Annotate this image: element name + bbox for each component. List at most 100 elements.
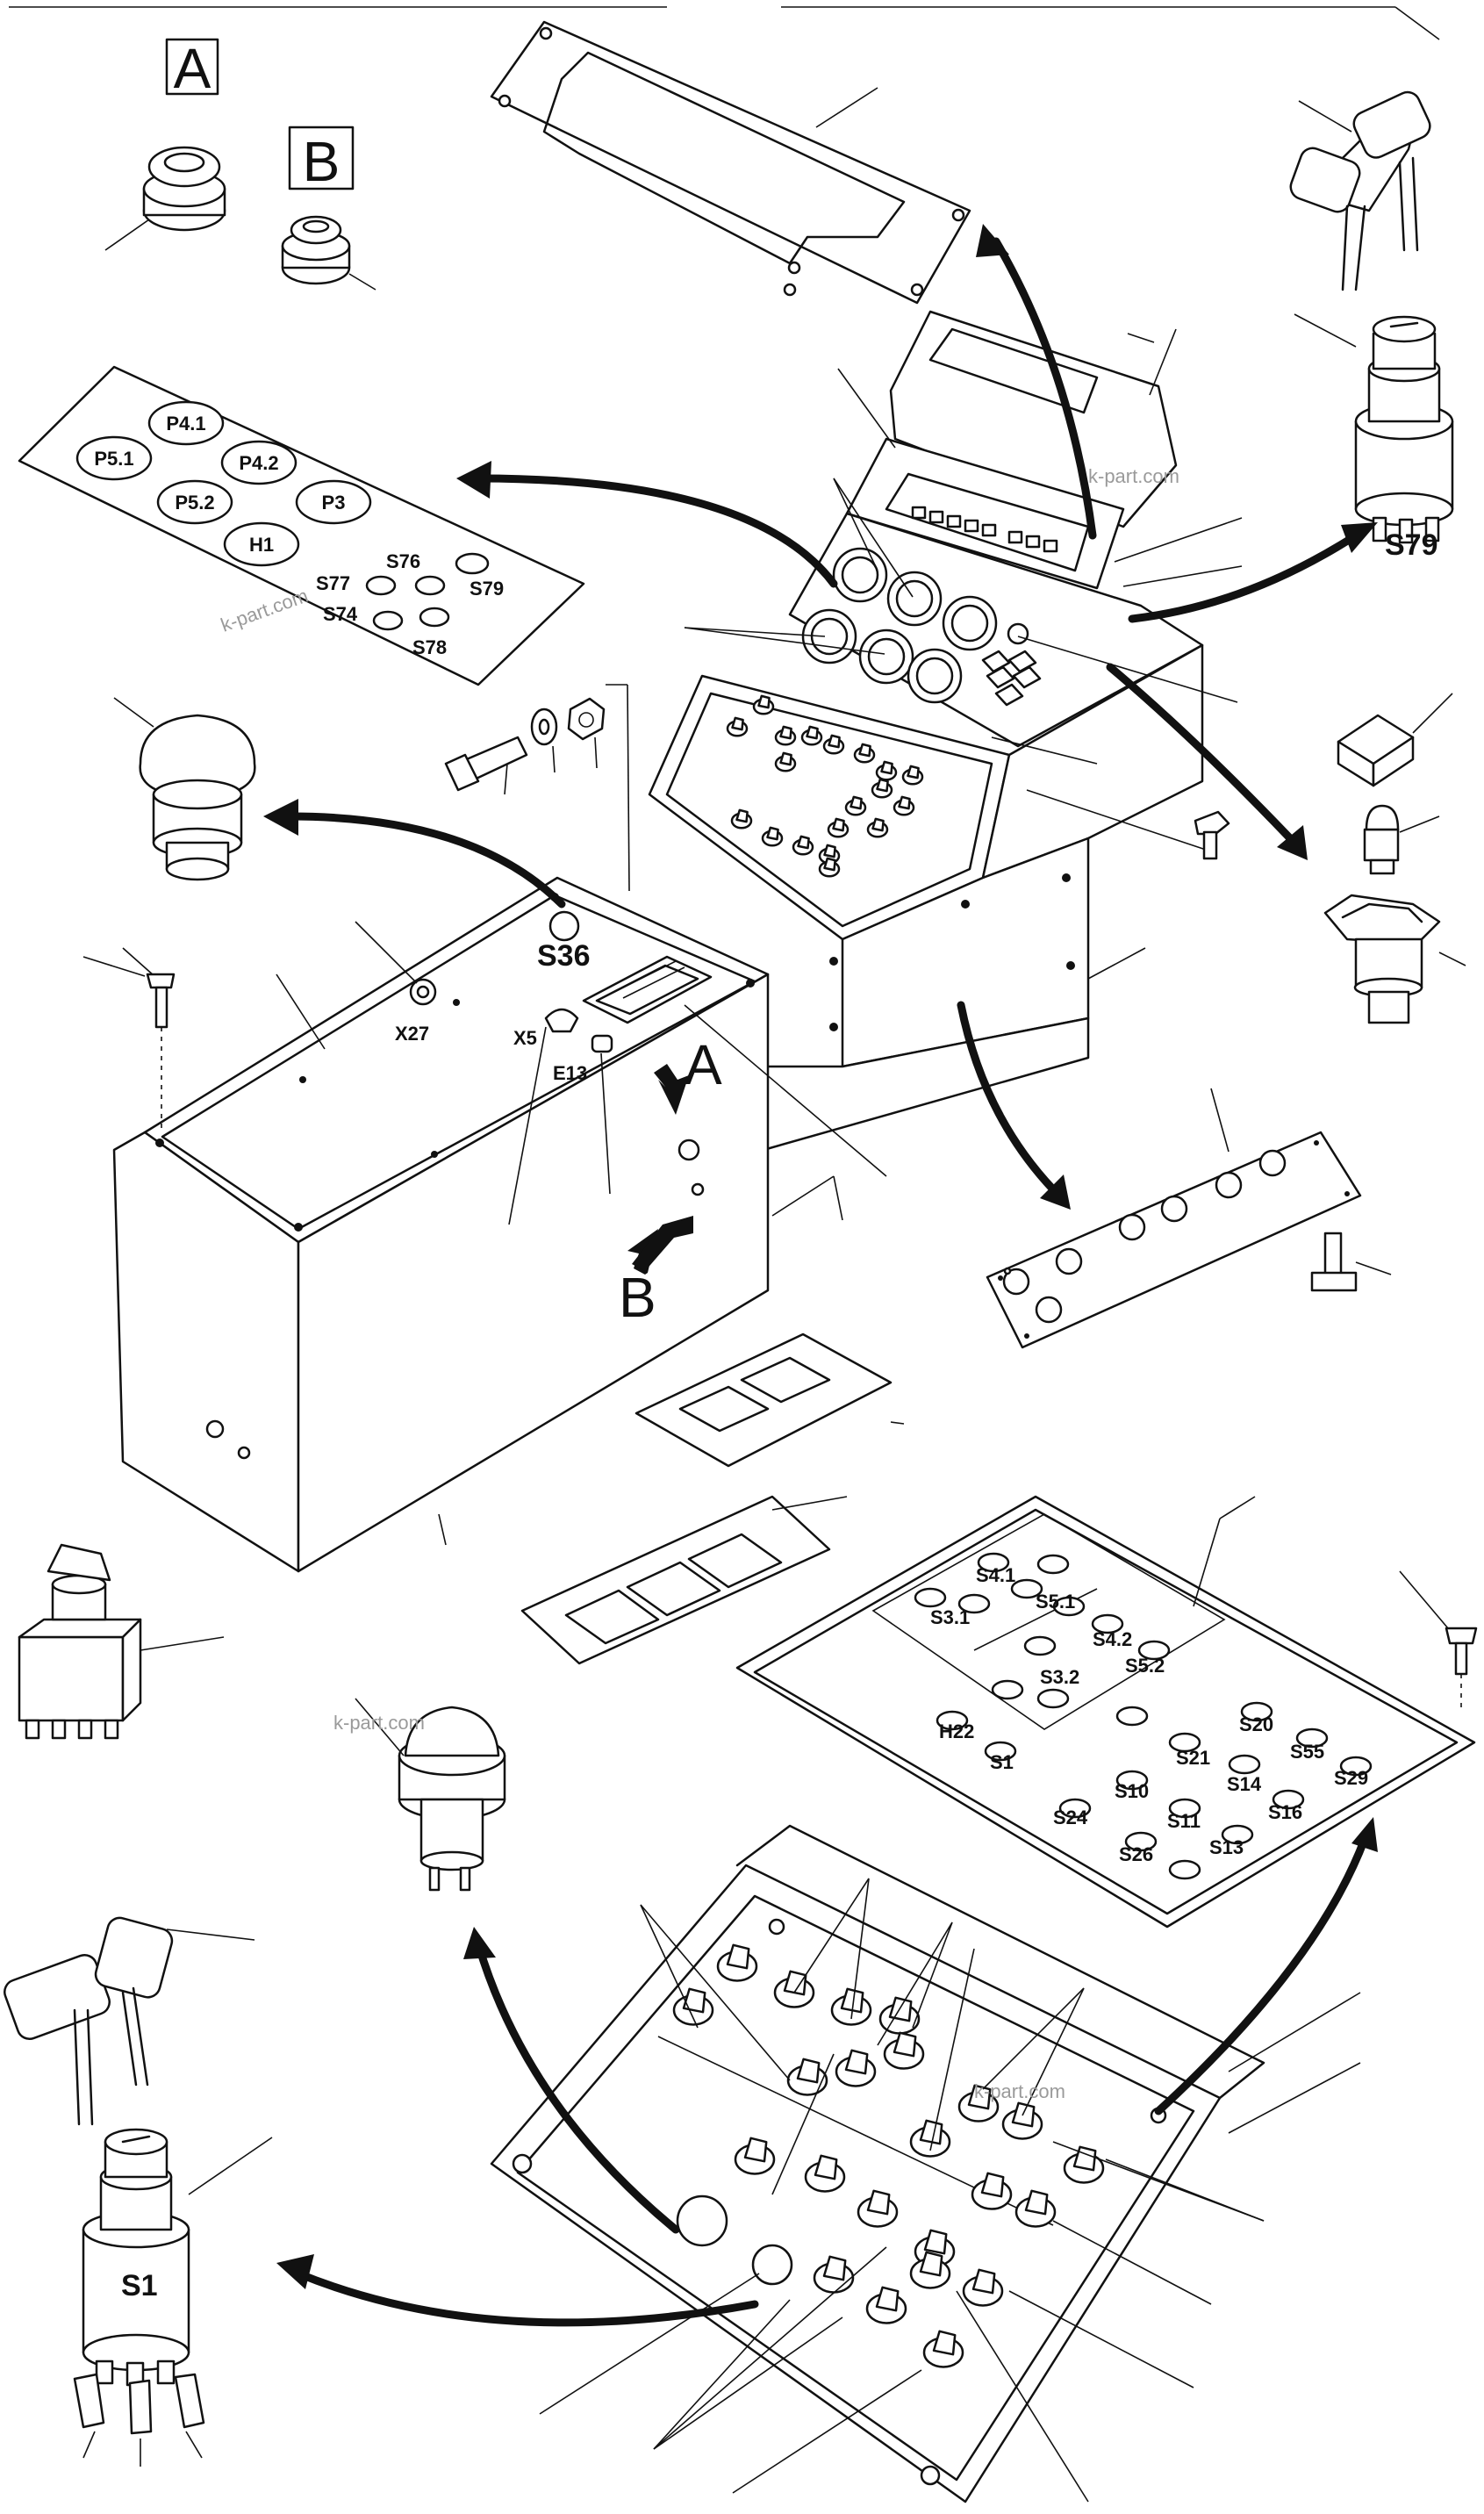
- plate-label-s55: S55: [1290, 1741, 1324, 1763]
- switch-plate-holes: [914, 1552, 1373, 1880]
- switch-plate-hole-2: [1036, 1554, 1070, 1575]
- label-s74: S74: [323, 603, 358, 625]
- callout-x27: X27: [395, 1023, 429, 1045]
- switch-plate-hole-17: [1295, 1727, 1329, 1749]
- label-s78: S78: [412, 636, 447, 658]
- switch-plate-hole-11: [1036, 1688, 1070, 1709]
- plate-label-s21: S21: [1176, 1747, 1210, 1769]
- ignition-switch-s79-icon: [1294, 313, 1454, 544]
- label-p4-2: P4.2: [239, 452, 278, 474]
- switch-plate-hole-21: [1168, 1798, 1201, 1819]
- switch-plate-hole-15: [1240, 1701, 1273, 1722]
- box-callout-leaders: [122, 921, 887, 1225]
- lower-knob-9-lever: [743, 2137, 768, 2163]
- watermark-1: k-part.com: [1088, 465, 1179, 487]
- console-knob-2-lever: [757, 694, 771, 709]
- lower-knob-22-lever: [971, 2268, 996, 2295]
- console-knob-1-lever: [731, 716, 744, 731]
- top-cover-plate: [490, 20, 971, 305]
- console-knob-11-lever: [850, 795, 863, 810]
- lower-knob-15-lever: [980, 2172, 1005, 2198]
- plate-label-s5-1: S5.1: [1036, 1591, 1075, 1613]
- console-switch-knobs: [726, 694, 924, 878]
- lower-knob-21-lever: [919, 2251, 943, 2277]
- switch-plate-hole-6: [1052, 1596, 1086, 1617]
- switch-plate-hole-22: [1272, 1789, 1305, 1810]
- lower-switch-panel: [490, 1824, 1265, 2503]
- switch-plate-hole-23: [1058, 1798, 1092, 1819]
- plate-label-s24: S24: [1053, 1806, 1088, 1828]
- arrow-label-b: B: [619, 1266, 656, 1329]
- switch-plate-hole-1: [977, 1552, 1010, 1573]
- switch-plate-hole-18: [1228, 1754, 1261, 1775]
- console-knob-17-lever: [766, 826, 779, 841]
- plate-label-s29: S29: [1334, 1767, 1368, 1789]
- lower-knob-12-lever: [967, 2084, 992, 2110]
- console-knob-10-lever: [876, 778, 889, 793]
- switch-plate-hole-14: [1115, 1706, 1149, 1727]
- console-knob-19-lever: [823, 857, 836, 872]
- plate-label-s3-1: S3.1: [930, 1606, 970, 1628]
- lower-knob-23-lever: [932, 2330, 957, 2356]
- console-knob-16-lever: [797, 835, 810, 850]
- switch-plate-hole-12: [936, 1710, 969, 1731]
- lower-knob-11-lever: [919, 2119, 943, 2145]
- ignition-switch-s1-icon: [73, 2128, 273, 2467]
- indicator-label-sheet: [18, 365, 585, 686]
- assembly-arrows: [263, 224, 1378, 2327]
- plate-label-s10: S10: [1115, 1780, 1149, 1802]
- plate-label-s5-2: S5.2: [1125, 1655, 1165, 1677]
- indicator-label-texts: P4.1 P5.1 P4.2 P5.2 P3 H1 S77 S76 S79 S7…: [94, 413, 504, 658]
- plate-label-s20: S20: [1239, 1713, 1273, 1735]
- lower-knob-17-lever: [866, 2189, 891, 2216]
- plate-label-s4-1: S4.1: [976, 1564, 1015, 1586]
- lower-knob-18-lever: [923, 2229, 948, 2255]
- callout-x5: X5: [513, 1027, 537, 1049]
- label-s77: S77: [316, 572, 350, 594]
- lower-knob-8-lever: [893, 2031, 917, 2058]
- switch-plate-hole-26: [1168, 1859, 1201, 1880]
- view-arrows: [627, 1064, 693, 1275]
- bulb-icon: [1363, 804, 1440, 875]
- switch-plate-hole-16: [1168, 1732, 1201, 1753]
- plug-a-icon: [104, 146, 226, 251]
- console-knob-4-lever: [806, 725, 819, 740]
- console-knob-13-lever: [871, 817, 885, 832]
- plate-label-s3-2: S3.2: [1040, 1666, 1079, 1688]
- label-h1: H1: [249, 534, 274, 556]
- view-marker-a-box: [165, 38, 219, 96]
- bezel-frame-1: [634, 1332, 905, 1468]
- console-knob-14-lever: [832, 817, 845, 832]
- console-leader-lines: [684, 328, 1243, 980]
- frame-lines: [9, 6, 1440, 40]
- switch-plate-hole-8: [1137, 1640, 1171, 1661]
- callout-s79: S79: [1385, 528, 1438, 562]
- switch-plate-hole-9: [1023, 1635, 1057, 1656]
- switch-plate-hole-20: [1115, 1770, 1149, 1791]
- lower-small-button: [751, 2244, 793, 2286]
- plate-label-s16: S16: [1268, 1801, 1302, 1823]
- view-marker-a-label: A: [174, 37, 211, 100]
- switch-plate: [735, 1495, 1476, 1929]
- switch-plate-hole-25: [1124, 1831, 1158, 1852]
- callout-s36: S36: [537, 939, 591, 973]
- lower-knob-7-lever: [844, 2049, 869, 2075]
- lower-panel-knobs: [672, 1943, 1105, 2368]
- box-housing: [112, 876, 770, 1573]
- switch-plate-hole-7: [1091, 1613, 1124, 1634]
- lower-knob-10-lever: [814, 2154, 838, 2180]
- console-gauges: [801, 547, 1042, 707]
- switch-plate-hole-4: [957, 1593, 991, 1614]
- keys-bottom-icon: [4, 1916, 255, 2126]
- lower-panel-leaders: [539, 1878, 1361, 2503]
- lower-knob-19-lever: [822, 2255, 847, 2281]
- plate-label-s13: S13: [1209, 1836, 1244, 1858]
- bolt-right-icon: [1310, 1232, 1392, 1292]
- switch-plate-hole-24: [1221, 1824, 1254, 1845]
- switch-plate-hole-5: [1010, 1578, 1043, 1599]
- plate-label-s14: S14: [1227, 1773, 1262, 1795]
- console-knob-9-lever: [907, 765, 920, 779]
- lower-knob-20-lever: [875, 2286, 900, 2312]
- lower-knob-14-lever: [1072, 2145, 1097, 2172]
